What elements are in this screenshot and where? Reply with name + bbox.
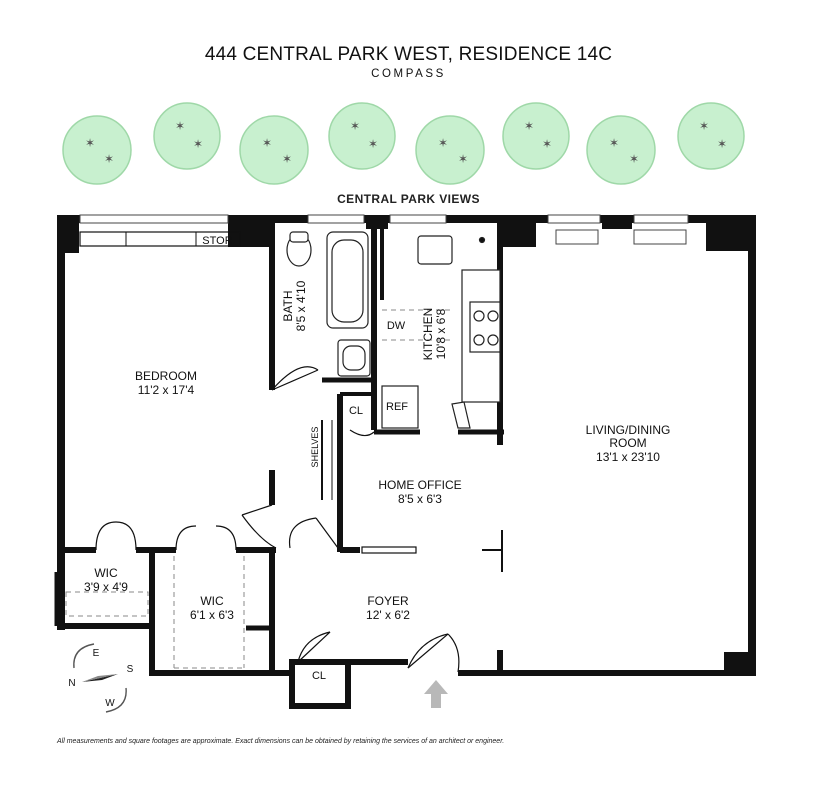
wic-small-name: WIC bbox=[94, 566, 118, 580]
kitchen-dims: 10'8 x 6'8 bbox=[434, 308, 448, 359]
home-office-name: HOME OFFICE bbox=[378, 478, 461, 492]
foyer-dims: 12' x 6'2 bbox=[366, 608, 410, 622]
tree-icon: ✶✶ bbox=[586, 115, 656, 185]
svg-text:✶: ✶ bbox=[438, 136, 448, 150]
svg-text:✶: ✶ bbox=[193, 137, 203, 151]
refrigerator-icon bbox=[381, 385, 419, 429]
storage-label: STOR. bbox=[202, 235, 235, 247]
windows bbox=[79, 214, 689, 245]
svg-text:✶: ✶ bbox=[262, 136, 272, 150]
svg-text:✶: ✶ bbox=[542, 137, 552, 151]
entry-arrow-icon bbox=[424, 680, 448, 708]
foyer-name: FOYER bbox=[367, 594, 409, 608]
compass-rose-icon: N E S W bbox=[68, 643, 134, 713]
svg-text:✶: ✶ bbox=[717, 137, 727, 151]
wic-large-name: WIC bbox=[200, 594, 224, 608]
compass-w: W bbox=[105, 698, 115, 709]
trees-row: ✶✶ ✶✶ ✶✶ ✶✶ ✶✶ ✶✶ ✶✶ ✶✶ bbox=[62, 102, 745, 185]
shelves-label: SHELVES bbox=[310, 427, 320, 468]
svg-text:✶: ✶ bbox=[104, 152, 114, 166]
compass-s: S bbox=[127, 664, 134, 675]
dashed-lines bbox=[65, 309, 450, 669]
svg-text:✶: ✶ bbox=[368, 137, 378, 151]
closet-upper-label: CL bbox=[349, 405, 363, 417]
kitchen-fixtures bbox=[381, 235, 501, 429]
tree-icon: ✶✶ bbox=[328, 102, 396, 170]
listing-title: 444 CENTRAL PARK WEST, RESIDENCE 14C bbox=[204, 44, 613, 65]
bedroom-dims: 11'2 x 17'4 bbox=[138, 383, 195, 397]
disclaimer-text: All measurements and square footages are… bbox=[57, 738, 505, 745]
tree-icon: ✶✶ bbox=[415, 115, 485, 185]
bath-name: BATH bbox=[281, 290, 295, 321]
tree-icon: ✶✶ bbox=[239, 115, 309, 185]
room-labels: BEDROOM 11'2 x 17'4 BATH 8'5 x 4'10 KITC… bbox=[84, 280, 670, 622]
fixture-labels: STOR. DW REF CL CL SHELVES bbox=[202, 235, 408, 682]
refrigerator-label: REF bbox=[386, 401, 408, 413]
compass-e: E bbox=[93, 648, 100, 659]
stove-icon bbox=[469, 301, 501, 353]
compass-n: N bbox=[68, 678, 75, 689]
tree-icon: ✶✶ bbox=[677, 102, 745, 170]
tree-icon: ✶✶ bbox=[153, 102, 221, 170]
bedroom-name: BEDROOM bbox=[135, 369, 197, 383]
tree-icon: ✶✶ bbox=[62, 115, 132, 185]
wic-large-dims: 6'1 x 6'3 bbox=[190, 608, 234, 622]
svg-text:✶: ✶ bbox=[699, 119, 709, 133]
kitchen-sink-icon bbox=[417, 235, 453, 265]
svg-text:✶: ✶ bbox=[458, 152, 468, 166]
wic-small-dims: 3'9 x 4'9 bbox=[84, 580, 128, 594]
svg-text:✶: ✶ bbox=[524, 119, 534, 133]
svg-text:✶: ✶ bbox=[282, 152, 292, 166]
svg-text:✶: ✶ bbox=[350, 119, 360, 133]
bath-dims: 8'5 x 4'10 bbox=[294, 280, 308, 331]
doors bbox=[54, 366, 460, 673]
closet-lower-label: CL bbox=[312, 670, 326, 682]
interior-walls bbox=[61, 219, 504, 709]
tree-icon: ✶✶ bbox=[502, 102, 570, 170]
svg-text:✶: ✶ bbox=[609, 136, 619, 150]
living-name-line1: LIVING/DINING bbox=[586, 423, 671, 437]
svg-text:✶: ✶ bbox=[85, 136, 95, 150]
home-office-dims: 8'5 x 6'3 bbox=[398, 492, 442, 506]
svg-text:✶: ✶ bbox=[175, 119, 185, 133]
bath-fixtures bbox=[286, 231, 371, 377]
dishwasher-label: DW bbox=[387, 320, 406, 332]
views-label: CENTRAL PARK VIEWS bbox=[337, 192, 480, 206]
kitchen-name: KITCHEN bbox=[421, 308, 435, 361]
svg-text:✶: ✶ bbox=[629, 152, 639, 166]
living-name-line2: ROOM bbox=[609, 436, 646, 450]
brand-logo: COMPASS bbox=[371, 68, 446, 80]
living-dims: 13'1 x 23'10 bbox=[596, 450, 660, 464]
